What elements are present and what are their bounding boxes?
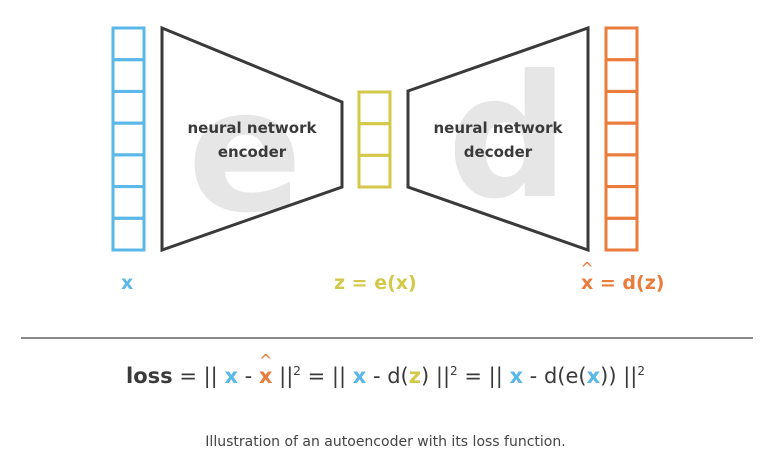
term-x: x: [224, 364, 238, 388]
input-vector-cell: [111, 58, 146, 93]
latent-vector-cell: [357, 153, 392, 189]
encoder-label-line1: neural network: [188, 119, 318, 137]
output-vector-cell: [604, 89, 639, 125]
figure-caption: Illustration of an autoencoder with its …: [205, 434, 566, 450]
decoder-label-line1: neural network: [434, 119, 564, 137]
input-vector-cell: [111, 216, 146, 252]
square-exponent: 2: [637, 364, 645, 378]
divider: [21, 337, 753, 339]
loss-equation: loss = || x - x ||2 = || x - d(z) ||2 = …: [0, 364, 771, 388]
norm-open: ||: [203, 364, 225, 388]
minus: -: [237, 364, 259, 388]
input-label: x: [121, 272, 134, 294]
decoder-label-line2: decoder: [464, 143, 533, 161]
output-label-xhat: x: [581, 272, 593, 294]
latent-label: z = e(x): [334, 272, 417, 294]
equals: =: [464, 364, 489, 388]
output-vector-cell: [604, 121, 639, 157]
decoder-fn-open: d(: [387, 364, 409, 388]
term-x: x: [586, 364, 601, 388]
input-vector-cell: [111, 185, 146, 220]
equals: =: [179, 364, 204, 388]
input-vector-cell: [111, 26, 146, 62]
norm-close: ||: [429, 364, 451, 388]
latent-vector-cell: [357, 90, 392, 126]
output-label-rest: = d(z): [593, 272, 665, 294]
encoder-network: e neural network encoder: [160, 25, 344, 253]
input-vector-cell: [111, 153, 146, 189]
decoder-network: d neural network decoder: [406, 25, 590, 253]
minus: -: [523, 364, 544, 388]
norm-close: ||: [272, 364, 294, 388]
input-vector-x: [111, 26, 146, 252]
latent-vector-cell: [357, 122, 392, 157]
decoder-fn-close: ): [420, 364, 430, 388]
output-label: x = d(z): [581, 272, 664, 294]
input-vector-cell: [111, 121, 146, 157]
output-vector-xhat: [604, 26, 639, 252]
loss-word: loss: [126, 364, 173, 388]
decoder-encoder-fn-close: )): [600, 364, 617, 388]
output-vector-cell: [604, 58, 639, 93]
term-z: z: [408, 364, 421, 388]
output-vector-cell: [604, 216, 639, 252]
decoder-trapezoid: [406, 25, 590, 253]
input-vector-cell: [111, 89, 146, 125]
decoder-watermark-letter: d: [447, 39, 569, 237]
square-exponent: 2: [450, 364, 458, 378]
norm-open: ||: [488, 364, 510, 388]
output-vector-cell: [604, 153, 639, 189]
square-exponent: 2: [293, 364, 301, 378]
norm-close: ||: [616, 364, 638, 388]
output-vector-cell: [604, 26, 639, 62]
equals: =: [307, 364, 332, 388]
autoencoder-diagram: e neural network encoder d neural networ…: [111, 25, 639, 253]
term-x: x: [352, 364, 367, 388]
term-xhat: x: [259, 364, 273, 388]
latent-vector-z: [357, 90, 392, 189]
output-vector-cell: [604, 185, 639, 220]
minus: -: [366, 364, 388, 388]
decoder-encoder-fn-open: d(e(: [543, 364, 587, 388]
encoder-trapezoid: [160, 25, 344, 253]
encoder-label-line2: encoder: [218, 143, 287, 161]
term-x: x: [509, 364, 523, 388]
norm-open: ||: [331, 364, 353, 388]
